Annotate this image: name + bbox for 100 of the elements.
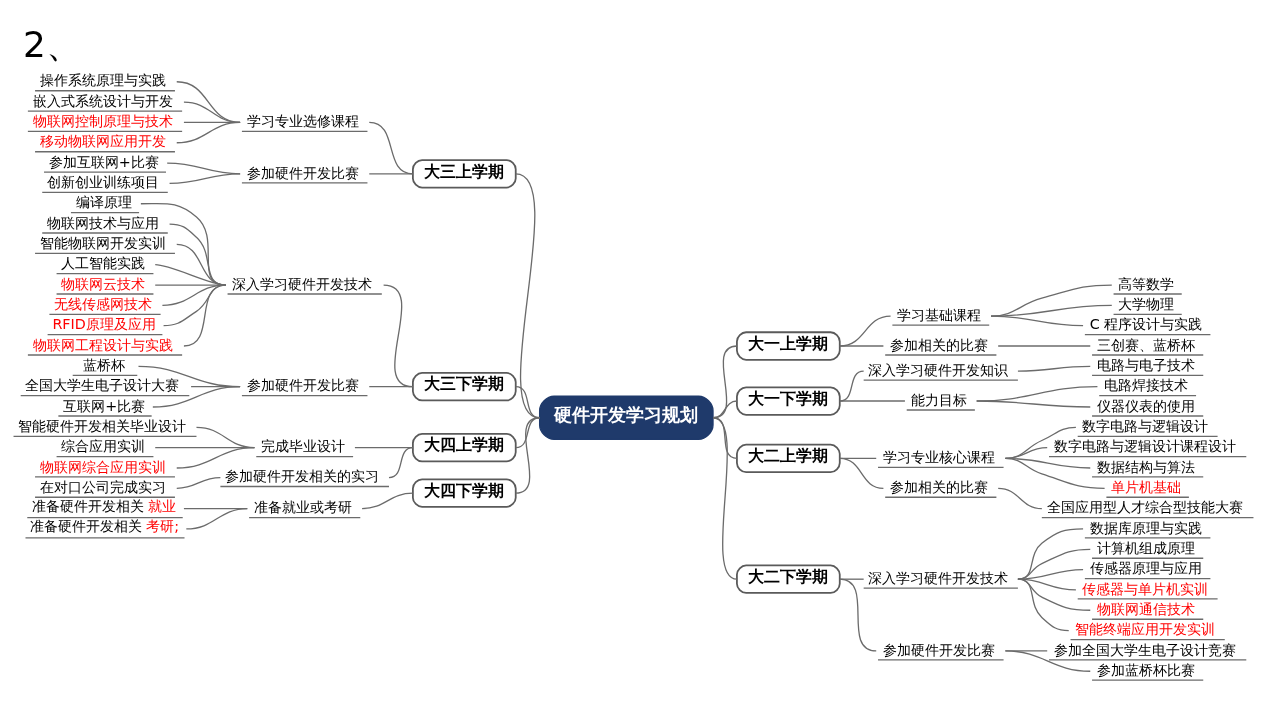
node-box: 大四上学期	[412, 433, 517, 463]
connector	[839, 578, 877, 652]
connector	[176, 121, 241, 144]
node-text: 参加硬件开发比赛	[246, 377, 359, 394]
connector	[162, 284, 227, 327]
node-text: 传感器与单片机实训	[1082, 580, 1209, 597]
connector	[976, 400, 1091, 408]
connector	[997, 345, 1091, 347]
diagram-title: 2、	[23, 24, 82, 66]
node-box: 大二下学期	[736, 564, 841, 594]
connector	[1017, 568, 1084, 580]
connector	[176, 476, 222, 489]
node-text: 传感器原理与应用	[1089, 560, 1202, 577]
node-text: 深入学习硬件开发技术	[868, 569, 1009, 586]
node-text: 学习专业核心课程	[882, 449, 995, 466]
connector	[152, 386, 241, 408]
node-text: 单片机基础	[1111, 479, 1182, 496]
node-box: 大三上学期	[412, 159, 517, 189]
node-text: 能力目标	[911, 391, 968, 408]
connector	[1017, 365, 1091, 372]
node-box: 大一下学期	[736, 386, 841, 416]
connector	[185, 507, 248, 530]
connector	[1017, 578, 1070, 632]
node-text: 创新创业训练项目	[47, 174, 160, 191]
node-text: 无线传感网技术	[54, 296, 153, 313]
connector	[368, 121, 414, 175]
connector	[712, 417, 738, 580]
connector	[839, 345, 885, 347]
node-text: 参加相关的比赛	[889, 336, 988, 353]
node-text: 数据库原理与实践	[1089, 519, 1202, 536]
node-text: RFID原理及应用	[52, 316, 156, 333]
connector	[839, 400, 906, 402]
node-text: 参加硬件开发相关的实习	[225, 468, 380, 485]
node-text: 完成毕业设计	[261, 438, 346, 455]
connector	[161, 284, 227, 307]
node-text: 参加全国大学生电子设计竞赛	[1053, 641, 1236, 658]
node-text: 准备就业或考研	[253, 499, 352, 516]
node-text: 蓝桥杯	[82, 357, 125, 374]
node-text: 智能终端应用开发实训	[1075, 621, 1216, 638]
node-text: 物联网工程设计与实践	[32, 336, 173, 353]
connector	[1017, 528, 1084, 580]
node-box: 大三下学期	[412, 372, 517, 402]
node-box: 大一上学期	[736, 331, 841, 361]
node-text: 嵌入式系统设计与开发	[32, 92, 173, 109]
node-text: 人工智能实践	[61, 255, 146, 272]
connector	[515, 417, 541, 449]
connector	[368, 386, 414, 388]
node-text: 电路焊接技术	[1104, 377, 1188, 394]
node-text: 仪器仪表的使用	[1096, 397, 1195, 414]
node-text: 物联网通信技术	[1096, 600, 1195, 617]
connector	[1017, 548, 1091, 580]
node-text: 高等数学	[1118, 275, 1175, 292]
connector	[1004, 650, 1091, 672]
node-text: 物联网控制原理与技术	[32, 113, 173, 130]
connector	[990, 304, 1113, 317]
connector	[388, 447, 414, 479]
node-text: 智能物联网开发实训	[39, 235, 166, 252]
node-text: 参加互联网+比赛	[48, 153, 159, 170]
node-text: 准备硬件开发相关就业	[32, 498, 177, 515]
connector	[997, 487, 1043, 510]
node-text: C 程序设计与实践	[1089, 316, 1203, 333]
node-text: 数据结构与算法	[1096, 458, 1195, 475]
node-text: 操作系统原理与实践	[39, 72, 166, 89]
node-text: 深入学习硬件开发技术	[232, 275, 373, 292]
connector	[839, 457, 885, 489]
node-text: 大学物理	[1118, 296, 1175, 313]
connector	[990, 315, 1084, 327]
node-text: 三创赛、蓝桥杯	[1096, 336, 1195, 353]
connector	[168, 173, 241, 185]
node-text: 数字电路与逻辑设计课程设计	[1053, 438, 1236, 455]
node-text: 物联网技术与应用	[47, 214, 160, 231]
node-text: 深入学习硬件开发知识	[868, 361, 1009, 378]
node-text: 全国大学生电子设计大赛	[25, 377, 180, 394]
connector	[1004, 457, 1106, 489]
node-box: 大二上学期	[736, 443, 841, 474]
node-text: 互联网+比赛	[63, 397, 146, 414]
node-text: 物联网云技术	[61, 275, 146, 292]
connector	[515, 417, 541, 494]
node-text: 参加相关的比赛	[889, 479, 988, 496]
connector	[176, 447, 256, 469]
node-text: 准备硬件开发相关考研;	[30, 518, 180, 535]
node-text: 全国应用型人才综合型技能大赛	[1046, 499, 1243, 516]
node-text: 编译原理	[75, 194, 132, 211]
node-box: 硬件开发学习规划	[539, 395, 714, 440]
node-text: 学习专业选修课程	[246, 113, 359, 130]
node-text: 综合应用实训	[61, 438, 146, 455]
node-text: 学习基础课程	[897, 306, 982, 323]
node-text: 电路与电子技术	[1096, 357, 1195, 374]
node-text: 数字电路与逻辑设计	[1082, 418, 1209, 435]
node-text: 计算机组成原理	[1096, 540, 1195, 556]
connector	[368, 173, 414, 175]
node-text: 移动物联网应用开发	[39, 133, 166, 150]
node-text: 在对口公司完成实习	[39, 479, 166, 496]
node-text: 参加硬件开发比赛	[246, 164, 359, 181]
node-text: 物联网综合应用实训	[39, 458, 166, 475]
connector	[361, 492, 414, 510]
connector	[990, 284, 1113, 317]
node-text: 智能硬件开发相关毕业设计	[18, 418, 187, 435]
connector	[183, 284, 227, 347]
node-box: 大四下学期	[412, 478, 517, 508]
